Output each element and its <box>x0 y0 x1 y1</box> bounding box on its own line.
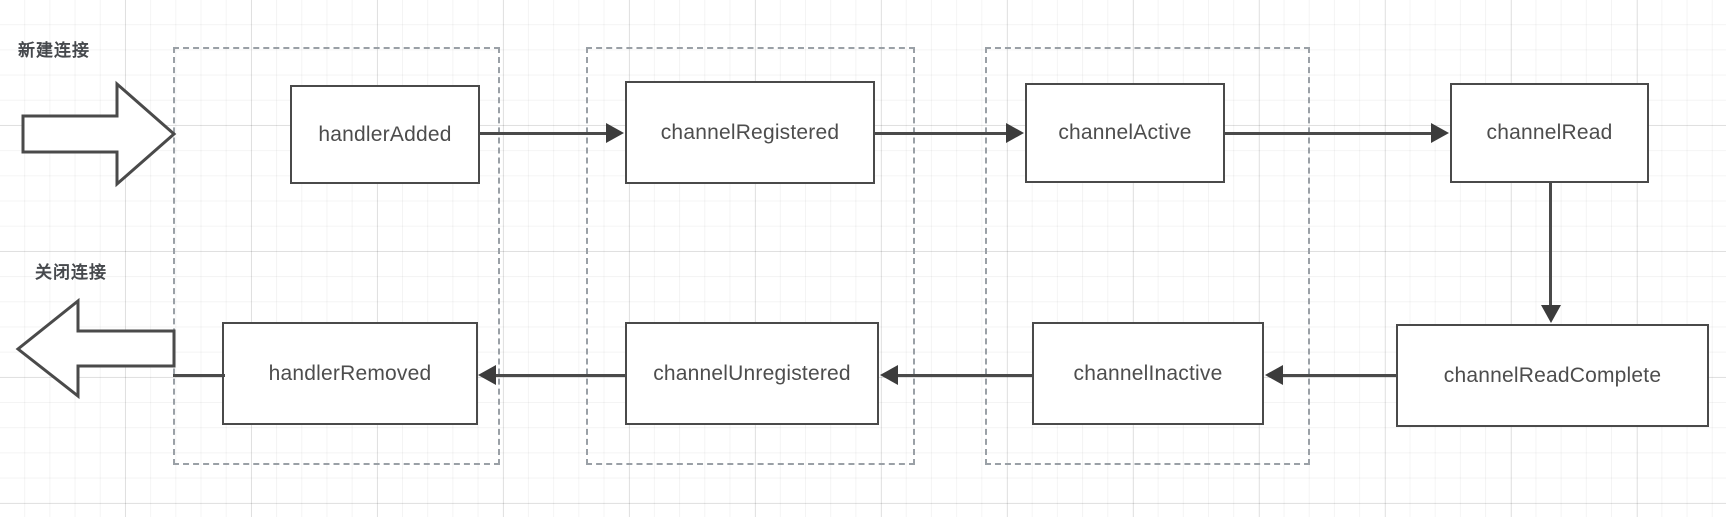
arrowhead-channelinactive-in <box>1265 365 1283 385</box>
label-new-connection: 新建连接 <box>18 41 90 60</box>
connector-channelreadcomplete-to-channelinactive <box>1283 374 1398 377</box>
node-handler-added[interactable]: handlerAdded <box>290 85 480 184</box>
node-channel-read-complete[interactable]: channelReadComplete <box>1396 324 1709 427</box>
connector-handlerremoved-to-close-arrow <box>173 374 225 377</box>
node-handler-removed[interactable]: handlerRemoved <box>222 322 478 425</box>
node-channel-inactive[interactable]: channelInactive <box>1032 322 1264 425</box>
node-channel-registered[interactable]: channelRegistered <box>625 81 875 184</box>
group-rect-active <box>985 47 1310 465</box>
connector-channelread-to-channelreadcomplete <box>1549 183 1552 308</box>
arrowhead-channelread-in <box>1431 123 1449 143</box>
close-connection-block-arrow <box>15 297 176 400</box>
new-connection-block-arrow <box>21 80 177 188</box>
connector-handleradded-to-channelregistered <box>480 132 608 135</box>
connector-channelunregistered-to-handlerremoved <box>496 374 627 377</box>
arrowhead-channelactive-in <box>1006 123 1024 143</box>
connector-channelregistered-to-channelactive <box>875 132 1007 135</box>
group-rect-registered <box>586 47 915 465</box>
node-channel-active[interactable]: channelActive <box>1025 83 1225 183</box>
group-rect-handler <box>173 47 500 465</box>
node-channel-unregistered[interactable]: channelUnregistered <box>625 322 879 425</box>
arrowhead-channelregistered-in <box>606 123 624 143</box>
connector-channelinactive-to-channelunregistered <box>898 374 1034 377</box>
label-close-connection: 关闭连接 <box>35 263 107 282</box>
arrowhead-channelreadcomplete-in <box>1541 305 1561 323</box>
arrowhead-handlerremoved-in <box>478 365 496 385</box>
node-channel-read[interactable]: channelRead <box>1450 83 1649 183</box>
connector-channelactive-to-channelread <box>1225 132 1432 135</box>
arrowhead-channelunregistered-in <box>880 365 898 385</box>
